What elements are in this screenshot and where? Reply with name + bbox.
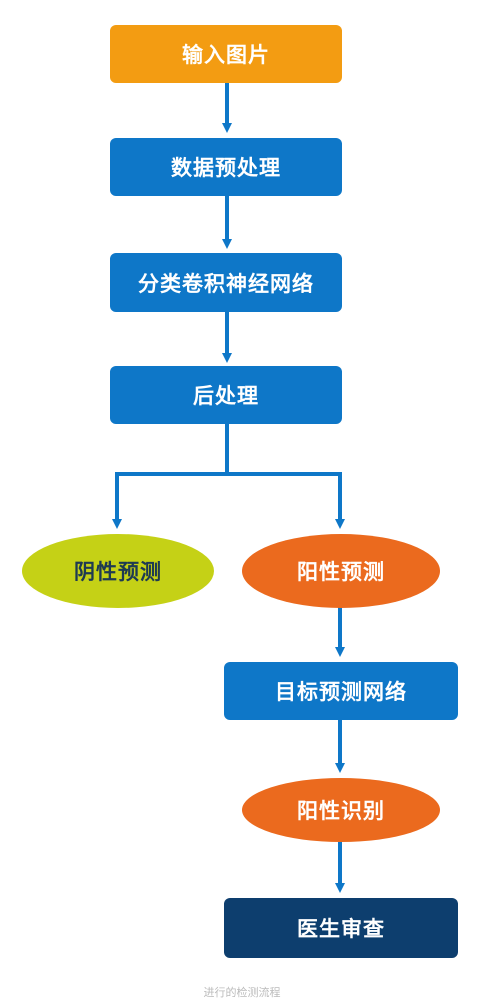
node-postprocess-label: 后处理 <box>193 384 259 408</box>
node-classification-cnn: 分类卷积神经网络 <box>110 253 342 312</box>
branch-connector <box>115 424 229 516</box>
figure-caption: 进行的检测流程 <box>203 986 281 999</box>
branch-connector-right <box>227 472 342 516</box>
node-negative-prediction: 阴性预测 <box>22 534 214 608</box>
node-negative-prediction-label: 阴性预测 <box>74 560 162 584</box>
node-object-detection-network: 目标预测网络 <box>224 662 458 720</box>
node-positive-prediction-label: 阳性预测 <box>297 560 385 584</box>
node-doctor-review-label: 医生审查 <box>297 917 385 941</box>
node-preprocess-label: 数据预处理 <box>171 156 281 180</box>
node-positive-prediction: 阳性预测 <box>242 534 440 608</box>
node-doctor-review: 医生审查 <box>224 898 458 958</box>
node-positive-recognition-label: 阳性识别 <box>297 799 385 823</box>
node-positive-recognition: 阳性识别 <box>242 778 440 842</box>
node-input-image: 输入图片 <box>110 25 342 83</box>
node-preprocess: 数据预处理 <box>110 138 342 196</box>
node-postprocess: 后处理 <box>110 366 342 424</box>
node-input-image-label: 输入图片 <box>182 43 270 67</box>
node-classification-cnn-label: 分类卷积神经网络 <box>138 271 314 296</box>
node-object-detection-network-label: 目标预测网络 <box>275 680 407 704</box>
